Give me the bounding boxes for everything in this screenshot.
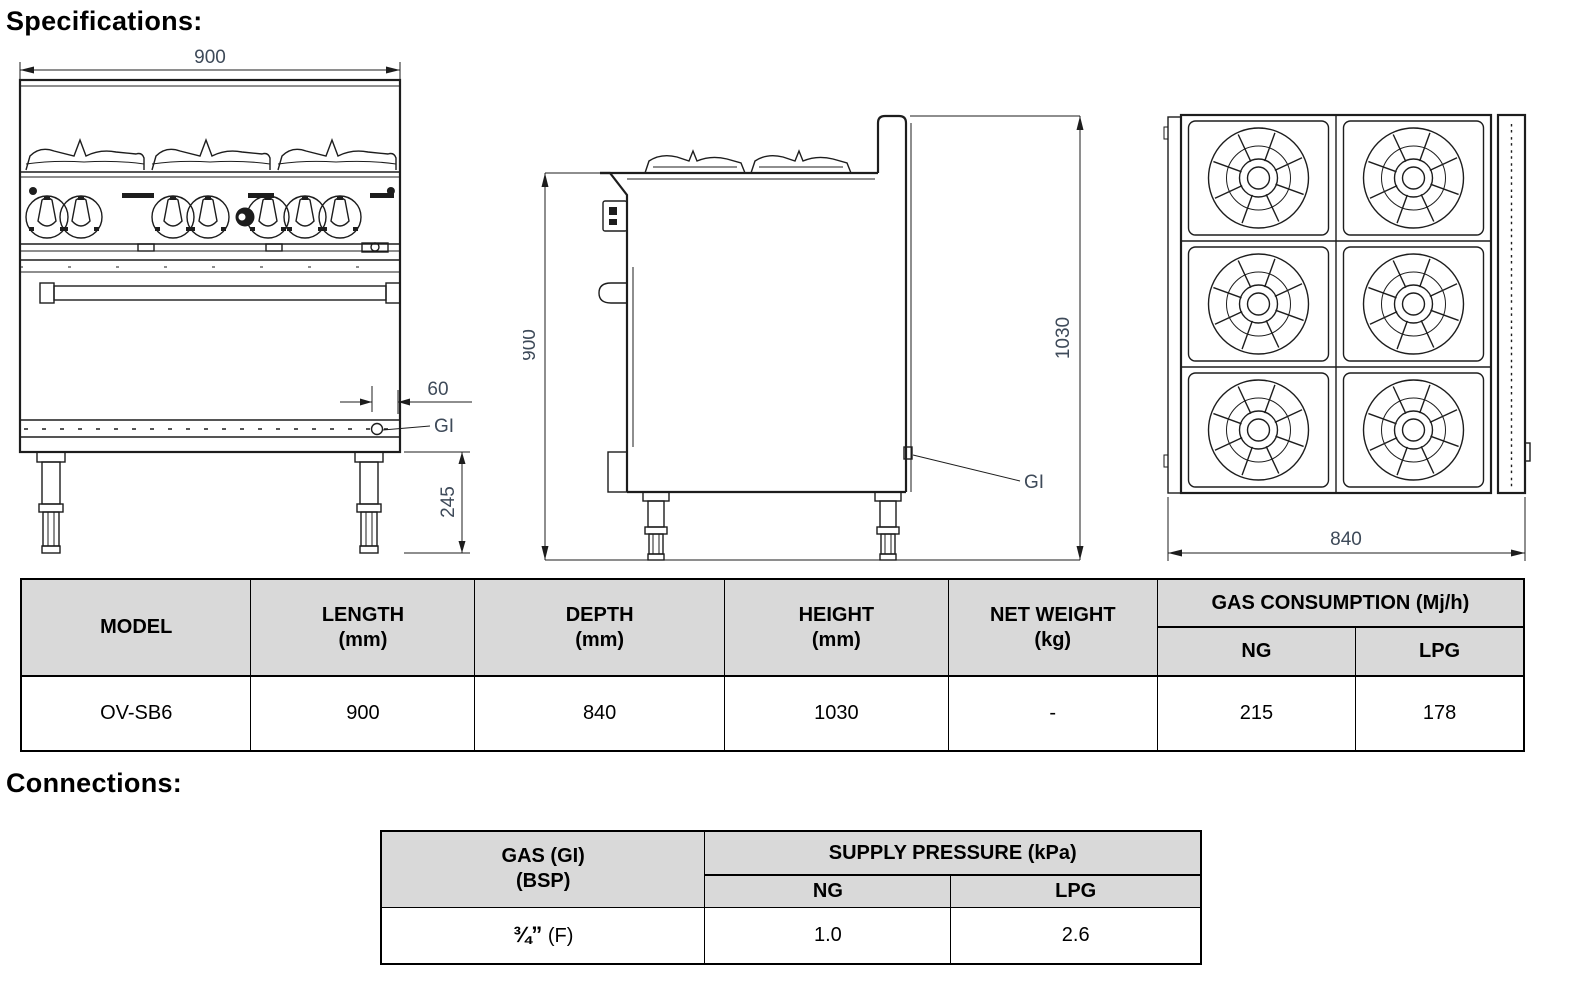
spec-value-length: 900 — [250, 675, 476, 752]
front-burner-trivets — [20, 139, 400, 178]
spec-value-net-weight: - — [947, 675, 1158, 752]
front-gas-inlet-label: GI — [434, 416, 454, 437]
oven-door-handle — [39, 282, 401, 304]
gas-inlet-fitting — [370, 422, 384, 436]
spec-col-gas-consumption: GAS CONSUMPTION (Mj/h) — [1156, 578, 1525, 628]
front-panel-rails — [20, 242, 400, 273]
side-view-drawing: 900 GI 1030 — [523, 114, 1084, 561]
burner-knob — [59, 195, 103, 239]
front-body-outline — [18, 78, 402, 454]
spec-col-net-weight: NET WEIGHT (kg) — [947, 578, 1158, 677]
conn-value-gas-size-fraction: ¾” — [512, 922, 543, 948]
inlet-offset-dimension: 60 — [340, 379, 472, 414]
spec-col-depth-label: DEPTH — [565, 603, 634, 626]
side-gas-inlet-callout: GI — [903, 446, 1044, 493]
top-cooktop-plate — [1179, 113, 1493, 495]
front-left-leg — [36, 451, 66, 554]
front-width-label: 900 — [194, 47, 226, 68]
gas-inlet-fitting — [903, 446, 913, 460]
side-body-profile — [598, 114, 912, 494]
conn-value-ng-pressure: 1.0 — [704, 906, 952, 965]
spec-col-length-label: LENGTH — [321, 603, 405, 626]
spec-col-net-weight-unit: (kg) — [1034, 628, 1072, 651]
front-gas-inlet-callout: GI — [382, 416, 454, 437]
spec-col-depth: DEPTH (mm) — [474, 578, 725, 677]
burner — [1187, 246, 1330, 362]
burner — [1187, 372, 1330, 488]
conn-col-gas-line2: (BSP) — [515, 870, 571, 893]
specifications-table: MODEL LENGTH (mm) DEPTH (mm) HEIGHT (mm)… — [20, 578, 1525, 752]
conn-col-gas-line1: GAS (GI) — [501, 845, 585, 868]
front-view-drawing: 900 — [18, 47, 472, 554]
connections-table: GAS (GI) (BSP) SUPPLY PRESSURE (kPa) NG … — [380, 830, 1202, 965]
spec-value-model: OV-SB6 — [20, 675, 252, 752]
inlet-offset-label: 60 — [427, 379, 448, 400]
spec-value-height: 1030 — [723, 675, 949, 752]
side-front-height-label: 900 — [523, 329, 540, 361]
burner — [1342, 246, 1485, 362]
spec-col-net-weight-label: NET WEIGHT — [989, 603, 1116, 626]
front-vent-holes — [29, 187, 395, 195]
overall-height-label: 1030 — [1053, 317, 1074, 359]
spec-value-depth: 840 — [474, 675, 725, 752]
burner — [1187, 120, 1330, 236]
side-door-handle — [598, 282, 627, 304]
side-gas-inlet-label: GI — [1024, 472, 1044, 493]
conn-col-lpg: LPG — [950, 874, 1202, 908]
spec-table-row: OV-SB6 900 840 1030 - 215 178 — [20, 675, 1525, 752]
side-front-leg — [642, 491, 670, 561]
spec-value-gas-ng: 215 — [1156, 675, 1357, 752]
conn-col-gas: GAS (GI) (BSP) — [380, 830, 706, 908]
overall-height-dimension: 1030 — [910, 115, 1084, 560]
spec-col-height-label: HEIGHT — [798, 603, 875, 626]
spec-col-model: MODEL — [20, 578, 252, 677]
leg-height-dimension: 245 — [404, 451, 470, 554]
front-width-dimension: 900 — [19, 47, 401, 80]
front-base-band — [20, 419, 400, 438]
connections-heading: Connections: — [6, 768, 183, 798]
spec-col-height: HEIGHT (mm) — [723, 578, 949, 677]
burner — [1342, 372, 1485, 488]
front-control-panel — [25, 193, 394, 239]
spec-col-gas-ng: NG — [1156, 626, 1357, 677]
conn-value-gas-size: ¾” (F) — [380, 906, 706, 965]
burner-knob — [283, 195, 327, 239]
conn-value-lpg-pressure: 2.6 — [950, 906, 1202, 965]
spec-col-length-unit: (mm) — [338, 628, 388, 651]
spec-value-gas-lpg: 178 — [1355, 675, 1525, 752]
conn-col-ng: NG — [704, 874, 952, 908]
side-back-leg — [874, 491, 902, 561]
spec-col-depth-unit: (mm) — [575, 628, 625, 651]
top-left-strip — [1163, 116, 1182, 494]
front-right-leg — [354, 451, 384, 554]
specifications-heading: Specifications: — [6, 6, 203, 36]
spec-col-gas-lpg: LPG — [1355, 626, 1525, 677]
conn-col-supply-pressure: SUPPLY PRESSURE (kPa) — [704, 830, 1202, 876]
burner — [1342, 120, 1485, 236]
spec-col-length: LENGTH (mm) — [250, 578, 476, 677]
connections-row: ¾” (F) 1.0 2.6 — [380, 906, 1202, 965]
top-vent-strip — [1496, 113, 1531, 495]
burner-knob — [318, 195, 362, 239]
top-depth-label: 840 — [1330, 529, 1362, 550]
top-view-drawing: 840 — [1163, 113, 1531, 561]
spec-col-height-unit: (mm) — [811, 628, 861, 651]
side-control-knob — [602, 200, 628, 232]
top-depth-dimension: 840 — [1167, 497, 1526, 561]
side-front-height-dimension: 900 — [523, 172, 603, 560]
leg-height-label: 245 — [438, 486, 459, 518]
burner-knob — [25, 195, 69, 239]
conn-value-gas-size-type: (F) — [547, 925, 574, 948]
